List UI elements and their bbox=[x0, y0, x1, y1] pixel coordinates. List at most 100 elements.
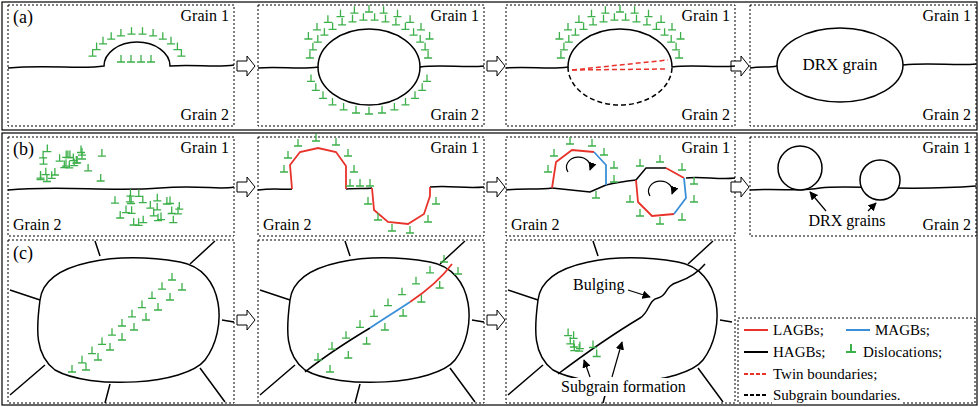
dislocation-symbol bbox=[392, 18, 400, 25]
dislocation-symbol bbox=[307, 74, 315, 81]
dislocation-symbol bbox=[314, 353, 322, 360]
dislocation-symbol bbox=[284, 151, 292, 158]
dislocation-symbol bbox=[62, 150, 70, 157]
dislocation-symbol bbox=[309, 43, 317, 50]
dislocation-symbol bbox=[146, 201, 154, 208]
dislocation-symbol bbox=[117, 29, 125, 36]
dislocation-symbol bbox=[401, 22, 409, 29]
lagb-segment bbox=[410, 264, 452, 302]
ellipse-shape bbox=[777, 28, 903, 102]
dislocation-symbol bbox=[652, 22, 660, 29]
figure-label: Grain 2 bbox=[180, 106, 230, 124]
subgrain-boundary bbox=[568, 67, 672, 105]
dislocation-symbol bbox=[560, 43, 568, 50]
step-arrows bbox=[237, 56, 749, 330]
dislocation-symbol bbox=[326, 365, 334, 372]
dislocation-symbol bbox=[306, 51, 314, 58]
dislocation-symbol bbox=[593, 350, 601, 357]
leader-arrows bbox=[810, 192, 876, 211]
dislocation-symbol bbox=[149, 29, 157, 36]
dislocation-symbol bbox=[178, 283, 186, 290]
dislocation-symbol bbox=[416, 35, 424, 42]
legend-text: Twin boundaries; bbox=[772, 366, 878, 383]
dislocation-symbol bbox=[643, 18, 651, 25]
dislocation-symbol bbox=[454, 267, 462, 274]
grain-boundaries bbox=[8, 29, 976, 105]
dislocation-symbol bbox=[158, 282, 166, 289]
legend-text: HAGBs; bbox=[772, 344, 827, 361]
dislocation-symbol bbox=[106, 343, 114, 350]
dislocation-symbol bbox=[394, 10, 402, 17]
dislocation-symbol bbox=[432, 197, 440, 204]
dislocation-symbol bbox=[56, 154, 64, 161]
panel-frame bbox=[2, 2, 977, 130]
dislocation-symbol bbox=[406, 226, 414, 233]
dislocation-symbol bbox=[127, 55, 135, 62]
dislocation-symbol bbox=[280, 165, 288, 172]
legend-text: MAGBs; bbox=[874, 322, 931, 339]
dislocation-symbol bbox=[147, 55, 155, 62]
dislocation-symbol bbox=[62, 159, 70, 166]
dislocation-symbol bbox=[601, 6, 609, 13]
dislocation-symbol bbox=[610, 161, 618, 168]
legend-samples bbox=[744, 330, 870, 395]
figure-label: Grain 2 bbox=[430, 106, 480, 124]
panel-letter: (c) bbox=[12, 243, 34, 263]
dislocation-symbol bbox=[138, 301, 146, 308]
dislocation-symbol bbox=[142, 313, 150, 320]
dislocation-symbol bbox=[412, 277, 420, 284]
dislocation-symbol bbox=[571, 28, 579, 35]
dislocation-symbol bbox=[128, 310, 136, 317]
dislocation-symbol bbox=[342, 331, 350, 338]
dislocation-symbol bbox=[672, 43, 680, 50]
dislocation-symbol bbox=[356, 179, 364, 186]
dislocation-symbol bbox=[78, 356, 86, 363]
dislocation-symbol bbox=[359, 13, 367, 20]
dislocation-symbol bbox=[557, 51, 565, 58]
figure-label: Bulging bbox=[572, 276, 626, 294]
dislocation-symbol bbox=[370, 309, 378, 316]
dislocation-symbol bbox=[337, 10, 345, 17]
dislocation-symbol bbox=[592, 191, 600, 198]
grain-ellipse: DRX grain bbox=[776, 27, 904, 103]
dislocation-symbol bbox=[135, 218, 143, 225]
dislocation-symbol bbox=[174, 207, 182, 214]
dislocation-symbol bbox=[82, 363, 90, 370]
dislocation-symbol bbox=[544, 165, 552, 172]
dislocation-symbol bbox=[111, 196, 119, 203]
dislocation-symbol bbox=[64, 151, 72, 158]
dislocation-symbols bbox=[37, 5, 699, 372]
legend-text: Subgrain boundaries. bbox=[772, 387, 901, 404]
dislocation-symbol bbox=[153, 194, 161, 201]
dislocation-symbol bbox=[128, 27, 136, 34]
dislocation-symbol bbox=[153, 203, 161, 210]
dislocation-symbol bbox=[576, 342, 584, 349]
dislocation-symbol bbox=[356, 320, 364, 327]
dislocation-symbol bbox=[550, 149, 558, 156]
dislocation-symbol bbox=[570, 331, 578, 338]
dislocation-symbol bbox=[166, 293, 174, 300]
figure-label: Grain 1 bbox=[430, 7, 480, 25]
parent-grains bbox=[10, 241, 732, 403]
dislocation-symbol bbox=[424, 215, 432, 222]
dislocation-symbol bbox=[175, 202, 183, 209]
dislocation-symbol bbox=[320, 28, 328, 35]
dislocation-symbol bbox=[374, 213, 382, 220]
dislocation-symbol bbox=[426, 266, 434, 273]
dislocation-symbol bbox=[150, 209, 158, 216]
dislocation-symbol bbox=[148, 291, 156, 298]
dislocation-symbol bbox=[690, 177, 698, 184]
dislocation-symbol bbox=[88, 347, 96, 354]
dislocation-symbol bbox=[328, 342, 336, 349]
dislocation-symbol bbox=[84, 164, 92, 171]
dislocation-symbol bbox=[98, 337, 106, 344]
dislocation-symbol bbox=[173, 43, 181, 50]
dislocation-symbol bbox=[417, 23, 425, 30]
dislocation-symbol bbox=[633, 15, 641, 22]
figure-label: Grain 2 bbox=[922, 216, 972, 234]
dislocation-symbol bbox=[402, 98, 410, 105]
dislocation-symbol bbox=[98, 149, 106, 156]
panel-letter: (b) bbox=[12, 139, 35, 159]
dislocation-symbol bbox=[411, 91, 419, 98]
dislocation-symbol bbox=[421, 43, 429, 50]
